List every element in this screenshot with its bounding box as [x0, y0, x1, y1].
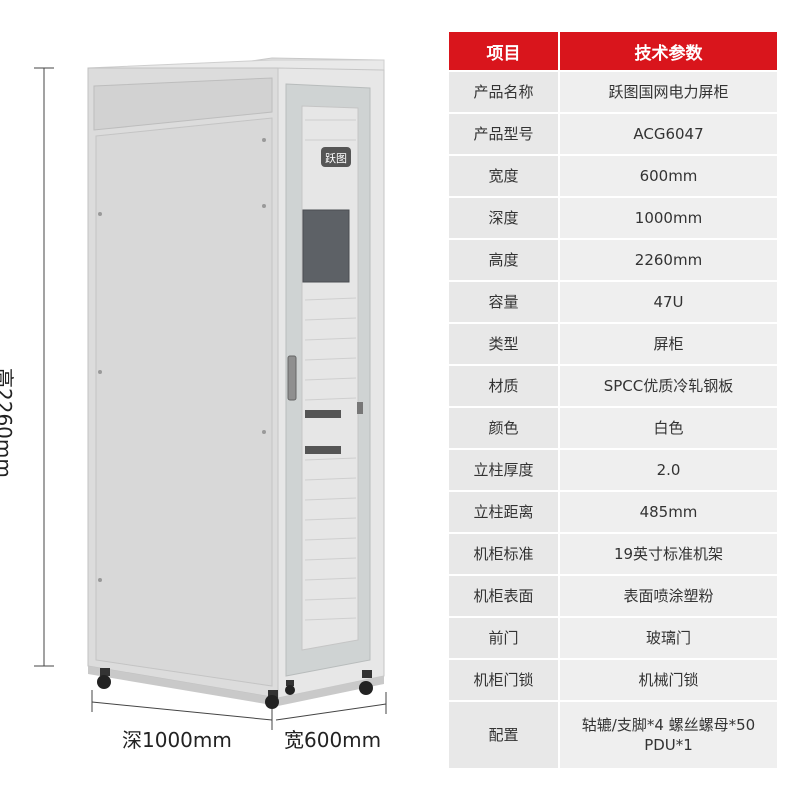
- depth-dimension-line: [91, 690, 273, 730]
- header-spec: 技术参数: [558, 30, 779, 72]
- header-item: 项目: [447, 30, 560, 72]
- cabinet-side-inner-panel: [95, 117, 273, 687]
- spec-value: 2260mm: [558, 238, 779, 282]
- table-row: 产品名称跃图国网电力屏柜: [447, 70, 779, 114]
- cabinet-drawing: 跃图: [34, 57, 387, 730]
- logo-text: 跃图: [325, 151, 347, 165]
- height-dimension-line: [34, 67, 54, 667]
- spec-value: SPCC优质冷轧钢板: [558, 364, 779, 408]
- door-lock-icon: [357, 402, 363, 414]
- rack-rails: [304, 119, 357, 621]
- spec-value: 19英寸标准机架: [558, 532, 779, 576]
- spec-key: 配置: [447, 700, 560, 770]
- spec-value: ACG6047: [558, 112, 779, 156]
- spec-value: 表面喷涂塑粉: [558, 574, 779, 618]
- spec-value: 跃图国网电力屏柜: [558, 70, 779, 114]
- table-row: 前门玻璃门: [447, 616, 779, 660]
- caster-wheel: [265, 690, 279, 709]
- spec-value: 玻璃门: [558, 616, 779, 660]
- spec-value: 屏柜: [558, 322, 779, 366]
- spec-key: 材质: [447, 364, 560, 408]
- cabinet-base: [88, 666, 384, 706]
- side-screw: [98, 578, 102, 582]
- spec-key: 机柜表面: [447, 574, 560, 618]
- spec-key: 类型: [447, 322, 560, 366]
- display-screen: [302, 209, 350, 283]
- product-illustration: 跃图 高2260mm 深1000mm 宽600mm: [0, 57, 387, 752]
- width-dimension-line: [275, 692, 387, 721]
- table-row: 类型屏柜: [447, 322, 779, 366]
- side-screw: [262, 430, 266, 434]
- spec-key: 产品名称: [447, 70, 560, 114]
- spec-value: 47U: [558, 280, 779, 324]
- side-screw: [98, 212, 102, 216]
- spec-key: 产品型号: [447, 112, 560, 156]
- spec-key: 容量: [447, 280, 560, 324]
- caster-wheel: [285, 680, 295, 695]
- spec-key: 深度: [447, 196, 560, 240]
- side-screw: [262, 204, 266, 208]
- blank-panel-slot: [305, 410, 341, 418]
- height-label: 高2260mm: [0, 368, 16, 478]
- blank-panel-slot: [305, 446, 341, 454]
- spec-value: 600mm: [558, 154, 779, 198]
- logo-badge: [321, 147, 351, 167]
- table-row: 机柜表面表面喷涂塑粉: [447, 574, 779, 618]
- caster-wheel: [359, 670, 373, 695]
- spec-key: 立柱厚度: [447, 448, 560, 492]
- spec-key: 前门: [447, 616, 560, 660]
- depth-label: 深1000mm: [122, 728, 232, 752]
- spec-value: 1000mm: [558, 196, 779, 240]
- width-label: 宽600mm: [284, 728, 382, 752]
- side-screw: [98, 370, 102, 374]
- spec-key: 高度: [447, 238, 560, 282]
- spec-table-header: 项目 技术参数: [447, 30, 779, 72]
- spec-value: 2.0: [558, 448, 779, 492]
- cabinet-side-top-strip: [93, 77, 273, 131]
- spec-key: 机柜门锁: [447, 658, 560, 702]
- spec-key: 立柱距离: [447, 490, 560, 534]
- side-screw: [262, 138, 266, 142]
- door-handle: [287, 355, 297, 401]
- caster-wheel: [97, 668, 111, 689]
- spec-key: 机柜标准: [447, 532, 560, 576]
- table-row: 机柜门锁机械门锁: [447, 658, 779, 702]
- spec-key: 颜色: [447, 406, 560, 450]
- spec-value: 485mm: [558, 490, 779, 534]
- spec-key: 宽度: [447, 154, 560, 198]
- spec-value: 白色: [558, 406, 779, 450]
- table-row: 颜色白色: [447, 406, 779, 450]
- spec-value: 机械门锁: [558, 658, 779, 702]
